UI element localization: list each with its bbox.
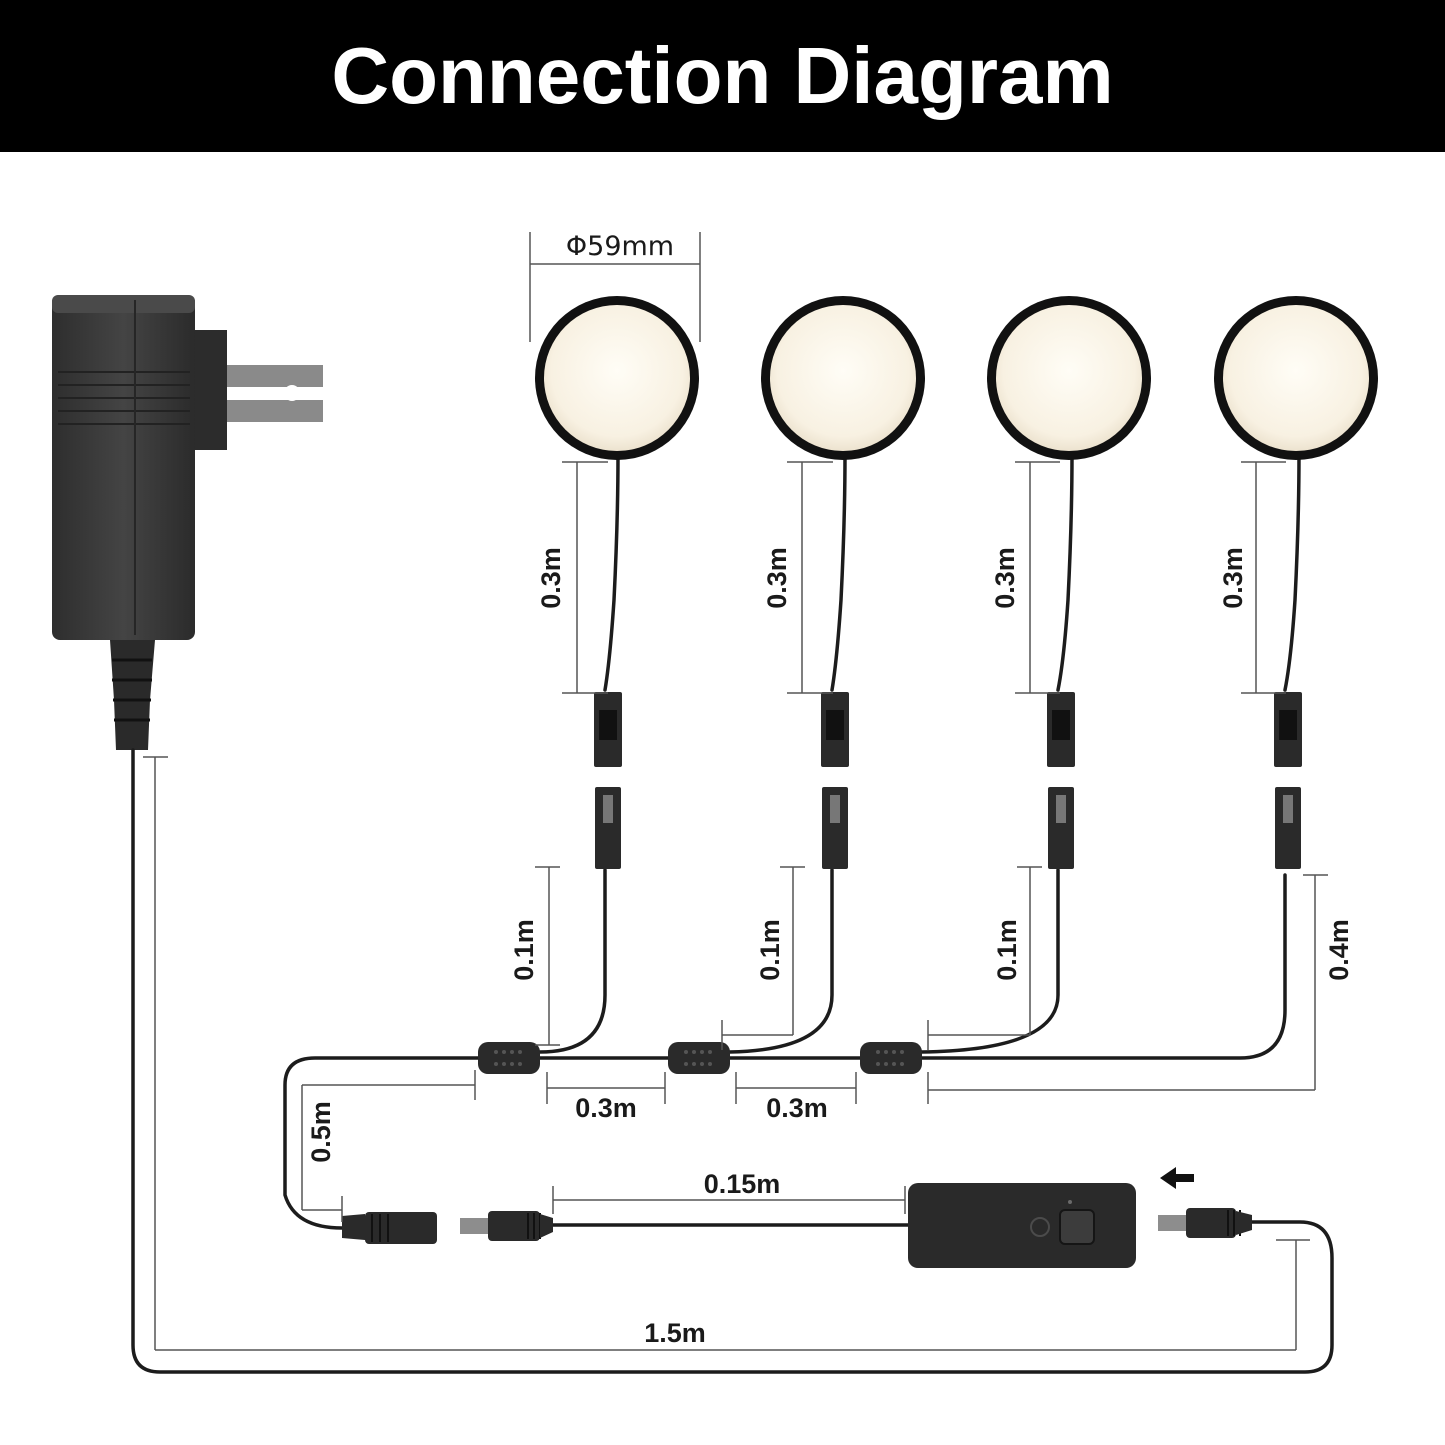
light-3-cable-label: 0.3m [990, 547, 1020, 609]
splitter-1 [478, 1042, 540, 1074]
male-connector-1 [594, 692, 622, 767]
light-4 [1214, 296, 1378, 460]
male-connector-3 [1047, 692, 1075, 767]
branch-4-label: 0.4m [1324, 919, 1354, 981]
dimension-lines [143, 232, 1328, 1351]
power-cable-label: 1.5m [644, 1318, 706, 1348]
light-2-cable-label: 0.3m [762, 547, 792, 609]
light-1 [535, 296, 699, 460]
dc-male-plug [460, 1211, 553, 1241]
female-connectors [595, 787, 1301, 869]
female-connector-1 [595, 787, 621, 869]
splitters [478, 1042, 922, 1074]
header-banner: Connection Diagram [0, 0, 1445, 152]
trunk-2-label: 0.3m [766, 1093, 828, 1123]
switch-lead-label: 0.15m [704, 1169, 781, 1199]
cables [131, 453, 1334, 1374]
branch-3-label: 0.1m [992, 919, 1022, 981]
male-connector-2 [821, 692, 849, 767]
light-1-cable-label: 0.3m [536, 547, 566, 609]
diameter-label: Φ59mm [566, 231, 674, 262]
male-connector-4 [1274, 692, 1302, 767]
light-2 [761, 296, 925, 460]
male-connectors [594, 692, 1302, 767]
trunk-1-label: 0.3m [575, 1093, 637, 1123]
splitter-3 [860, 1042, 922, 1074]
splitter-2 [668, 1042, 730, 1074]
female-connector-2 [822, 787, 848, 869]
power-adapter [52, 295, 323, 750]
female-connector-4 [1275, 787, 1301, 869]
dc-female-jack [342, 1212, 437, 1244]
dc-male-plug-right [1158, 1208, 1252, 1238]
arrow-left-icon [1160, 1167, 1194, 1189]
branch-1-label: 0.1m [509, 919, 539, 981]
light-4-cable-label: 0.3m [1218, 547, 1248, 609]
touch-switch [908, 1183, 1136, 1268]
female-connector-3 [1048, 787, 1074, 869]
lead-in-label: 0.5m [306, 1101, 336, 1163]
light-3 [987, 296, 1151, 460]
branch-2-label: 0.1m [755, 919, 785, 981]
diagram-title: Connection Diagram [331, 31, 1114, 120]
